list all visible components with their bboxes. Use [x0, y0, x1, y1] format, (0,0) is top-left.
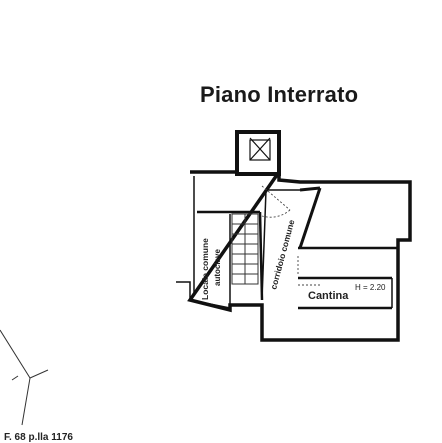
- site-lines: [0, 329, 49, 426]
- locale-label-line2: autoclave: [213, 249, 222, 286]
- outer-walls: [176, 130, 412, 342]
- door-swings: [261, 185, 320, 286]
- corridoio-label: corridoio comune: [268, 218, 296, 290]
- cantina-label: Cantina: [308, 290, 349, 302]
- internal-walls: [197, 186, 398, 310]
- stairs: [231, 213, 259, 285]
- height-label: H = 2.20: [355, 283, 386, 292]
- locale-label-line1: Locale comune: [200, 238, 210, 300]
- plan-title: Piano Interrato: [200, 82, 359, 107]
- cadastral-reference: F. 68 p.lla 1176: [4, 432, 73, 443]
